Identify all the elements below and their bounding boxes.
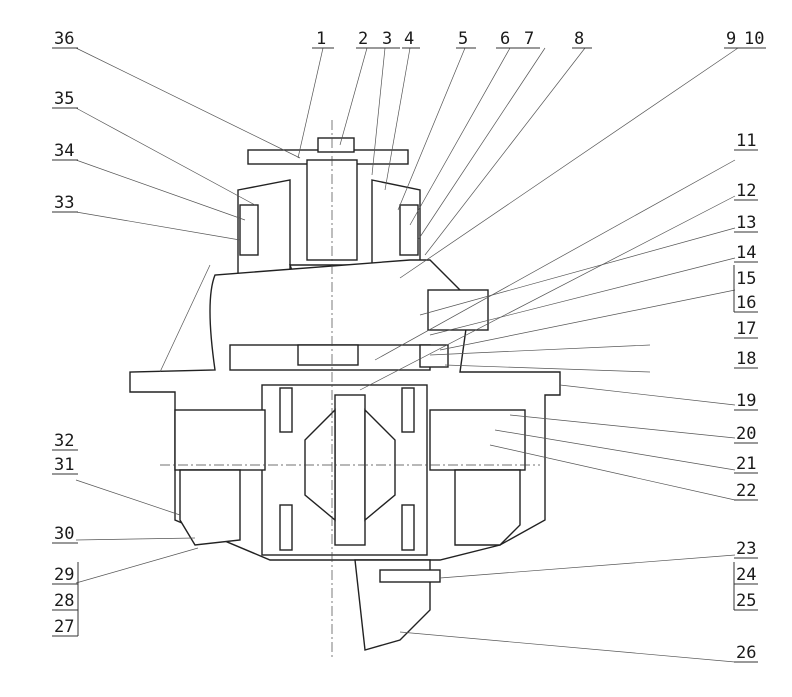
part-label: 23 <box>736 539 756 559</box>
clutch-pack-lower-left <box>279 504 293 551</box>
clutch-pack-upper-left <box>279 387 293 433</box>
part-label: 26 <box>736 643 756 663</box>
part-label: 7 <box>524 29 534 49</box>
part-label: 16 <box>736 293 756 313</box>
part-label: 11 <box>736 131 756 151</box>
left-output-hub <box>174 409 266 471</box>
part-label: 32 <box>54 431 74 451</box>
part-label: 28 <box>54 591 74 611</box>
part-label: 18 <box>736 349 756 369</box>
side-gear-left <box>304 408 336 522</box>
leader-lines <box>52 47 766 663</box>
part-label: 9 <box>726 29 736 49</box>
spider-shaft <box>334 394 366 546</box>
part-label: 5 <box>458 29 468 49</box>
part-label: 34 <box>54 141 74 161</box>
housing-bolt-right <box>399 204 419 256</box>
clutch-pack-lower-right <box>401 504 415 551</box>
part-label: 33 <box>54 193 74 213</box>
part-label: 13 <box>736 213 756 233</box>
drawing-body <box>129 120 561 660</box>
part-label: 14 <box>736 243 756 263</box>
part-label: 3 <box>382 29 392 49</box>
part-label: 22 <box>736 481 756 501</box>
left-bearing-cap <box>179 469 241 546</box>
part-label: 20 <box>736 424 756 444</box>
part-label: 1 <box>316 29 326 49</box>
part-label: 21 <box>736 454 756 474</box>
part-label: 29 <box>54 565 74 585</box>
part-label: 35 <box>54 89 74 109</box>
part-label: 19 <box>736 391 756 411</box>
part-label: 17 <box>736 319 756 339</box>
clutch-pack-upper-right <box>401 387 415 433</box>
part-label: 6 <box>500 29 510 49</box>
right-output-hub <box>429 409 526 471</box>
part-label: 25 <box>736 591 756 611</box>
part-label: 15 <box>736 269 756 289</box>
part-label: 4 <box>404 29 414 49</box>
pinion-bearing <box>297 344 359 366</box>
part-label: 30 <box>54 524 74 544</box>
bracket-bolt <box>379 569 441 583</box>
part-labels: 36 1 2 3 4 5 6 7 8 9 10 35 11 34 12 33 1… <box>54 29 764 663</box>
shift-pin <box>419 344 449 368</box>
housing-bolt-left <box>239 204 259 256</box>
part-label: 8 <box>574 29 584 49</box>
part-label: 24 <box>736 565 756 585</box>
part-label: 27 <box>54 617 74 637</box>
part-label: 10 <box>744 29 764 49</box>
flange-nut <box>317 137 355 153</box>
part-label: 36 <box>54 29 74 49</box>
part-label: 2 <box>358 29 368 49</box>
part-label: 12 <box>736 181 756 201</box>
part-label: 31 <box>54 455 74 475</box>
right-bearing-cap <box>454 469 521 546</box>
